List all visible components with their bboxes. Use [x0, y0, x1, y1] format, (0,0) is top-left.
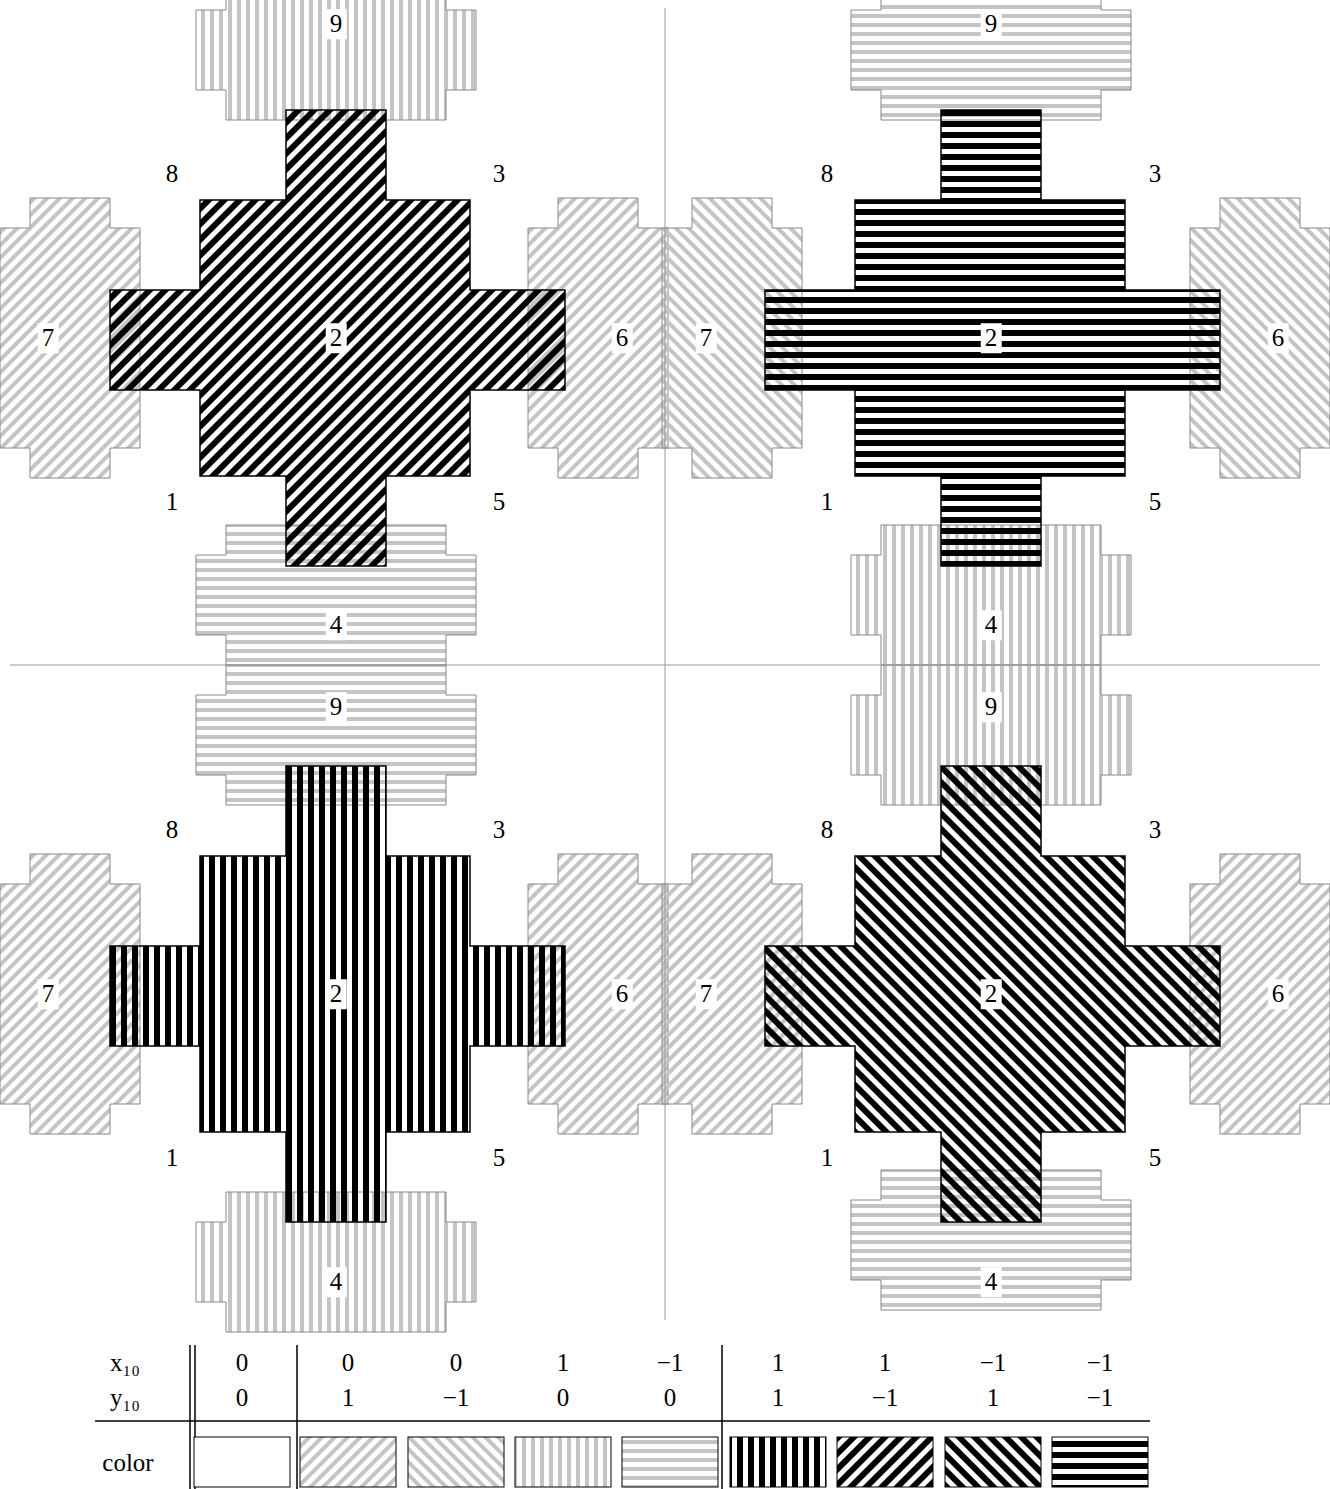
table-cell: 1 [983, 1383, 1004, 1413]
tile-number: 2 [326, 323, 347, 353]
tile-number: 9 [326, 692, 347, 722]
tile-number: 8 [817, 815, 838, 845]
tile-number: 5 [1145, 1143, 1166, 1173]
tile-number: 2 [981, 323, 1002, 353]
table-cell: −1 [1083, 1383, 1118, 1413]
tile-number: 3 [489, 815, 510, 845]
table-cell: 1 [768, 1383, 789, 1413]
table-cell: 0 [338, 1348, 359, 1378]
tile-number: 6 [612, 979, 633, 1009]
row-header: color [98, 1448, 157, 1478]
tile-number: 4 [326, 1267, 347, 1297]
tile-number: 8 [162, 159, 183, 189]
tile-number: 3 [1145, 159, 1166, 189]
tile-number: 7 [696, 323, 717, 353]
tile-number: 7 [38, 979, 59, 1009]
row-header: y₁₀ [106, 1383, 144, 1413]
tile-number: 8 [162, 815, 183, 845]
tile-number: 2 [326, 979, 347, 1009]
tile-number: 9 [326, 9, 347, 39]
tile-number: 3 [1145, 815, 1166, 845]
tile-number: 1 [162, 487, 183, 517]
table-cell: −1 [868, 1383, 903, 1413]
tile-number: 9 [981, 9, 1002, 39]
tile-number: 1 [817, 1143, 838, 1173]
tile-number: 5 [1145, 487, 1166, 517]
table-cell: 1 [338, 1383, 359, 1413]
tile-number: 4 [981, 610, 1002, 640]
table-cell: 0 [553, 1383, 574, 1413]
tile-number: 6 [1268, 323, 1289, 353]
table-cell: 0 [660, 1383, 681, 1413]
tile-number: 7 [696, 979, 717, 1009]
tile-number: 7 [38, 323, 59, 353]
tile-number: 5 [489, 487, 510, 517]
tile-number: 5 [489, 1143, 510, 1173]
tile-number: 1 [162, 1143, 183, 1173]
tile-number: 1 [817, 487, 838, 517]
row-header: x₁₀ [106, 1348, 144, 1378]
tile-number: 4 [981, 1267, 1002, 1297]
table-cell: 1 [553, 1348, 574, 1378]
table-cell: 0 [232, 1383, 253, 1413]
table-cell: −1 [439, 1383, 474, 1413]
table-cell: −1 [653, 1348, 688, 1378]
tile-number: 3 [489, 159, 510, 189]
tile-number: 4 [326, 610, 347, 640]
tile-number: 6 [1268, 979, 1289, 1009]
table-cell: 1 [875, 1348, 896, 1378]
tile-number: 2 [981, 979, 1002, 1009]
table-cell: −1 [976, 1348, 1011, 1378]
table-cell: 1 [768, 1348, 789, 1378]
table-cell: 0 [232, 1348, 253, 1378]
table-cell: −1 [1083, 1348, 1118, 1378]
table-cell: 0 [446, 1348, 467, 1378]
tile-number: 8 [817, 159, 838, 189]
tile-number: 6 [612, 323, 633, 353]
tile-number: 9 [981, 692, 1002, 722]
